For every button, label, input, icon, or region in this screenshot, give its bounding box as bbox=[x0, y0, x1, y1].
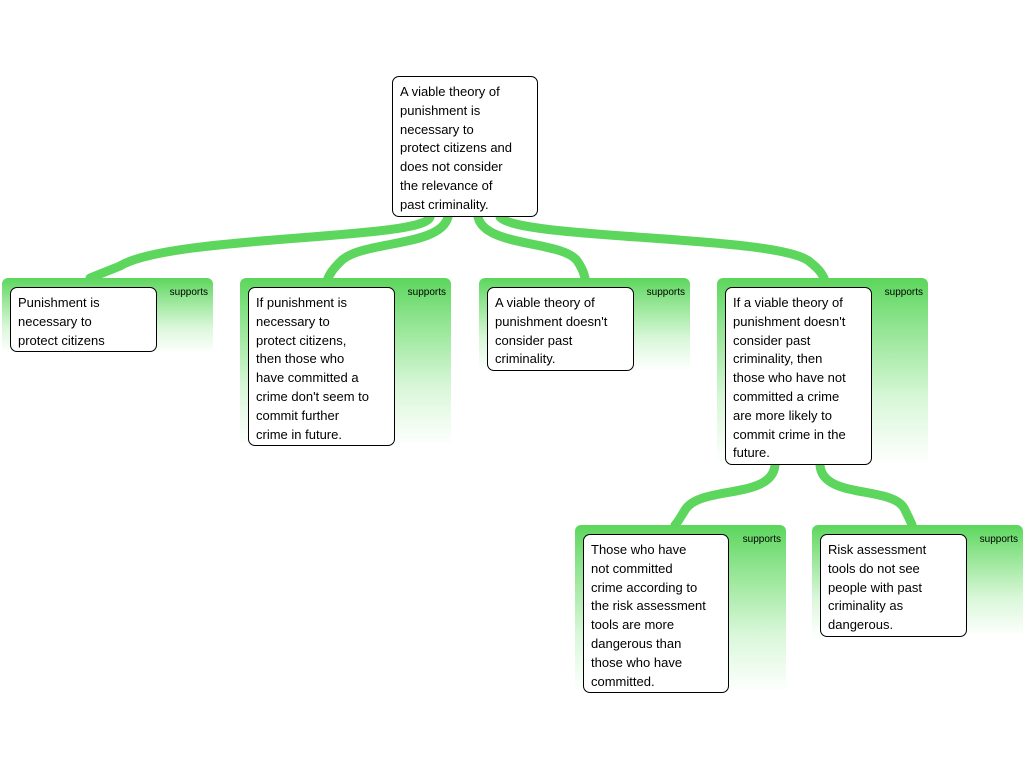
premise-line: criminality as bbox=[828, 598, 904, 614]
premise-line: commit further bbox=[256, 407, 340, 423]
premise-node-1[interactable]: Punishment is necessary to protect citiz… bbox=[10, 287, 157, 352]
root-claim-node[interactable]: A viable theory of punishment is necessa… bbox=[392, 76, 538, 217]
root-claim-line: the relevance of bbox=[400, 177, 493, 193]
premise-line: the risk assessment bbox=[591, 598, 706, 614]
premise-line: tools do not see bbox=[828, 560, 920, 576]
premise-line: committed a crime bbox=[733, 388, 840, 404]
root-claim-line: necessary to bbox=[400, 121, 474, 137]
relation-label: supports bbox=[742, 534, 781, 545]
premise-line: tools are more bbox=[591, 617, 675, 633]
root-claim-line: does not consider bbox=[400, 159, 503, 175]
premise-line: Those who have bbox=[591, 542, 687, 557]
premise-line: crime don't seem to bbox=[256, 388, 370, 404]
connector-root-child-2 bbox=[323, 212, 453, 283]
premise-line: protect citizens bbox=[18, 332, 105, 348]
root-claim-line: A viable theory of bbox=[400, 84, 500, 99]
root-claim-line: protect citizens and bbox=[400, 140, 513, 156]
premise-node-6[interactable]: Risk assessment tools do not see people … bbox=[820, 534, 967, 637]
premise-line: necessary to bbox=[256, 313, 330, 329]
premise-line: punishment doesn't bbox=[733, 313, 846, 329]
relation-label: supports bbox=[979, 534, 1018, 545]
premise-line: protect citizens, bbox=[256, 332, 347, 348]
premise-node-3[interactable]: A viable theory of punishment doesn't co… bbox=[487, 287, 634, 371]
premise-node-5[interactable]: Those who have not committed crime accor… bbox=[583, 534, 729, 693]
premise-line: If punishment is bbox=[256, 295, 348, 310]
premise-line: are more likely to bbox=[733, 407, 832, 423]
relation-label: supports bbox=[407, 287, 446, 298]
connector-root-child-4 bbox=[495, 212, 829, 283]
premise-line: have committed a bbox=[256, 370, 359, 386]
premise-line: crime according to bbox=[591, 579, 698, 595]
premise-line: crime in future. bbox=[256, 426, 342, 442]
premise-line: necessary to bbox=[18, 313, 92, 329]
connector-child4-gc-1 bbox=[670, 460, 780, 530]
premise-line: Risk assessment bbox=[828, 542, 927, 557]
premise-line: If a viable theory of bbox=[733, 295, 843, 310]
premise-line: committed. bbox=[591, 673, 655, 689]
premise-line: dangerous. bbox=[828, 617, 894, 633]
connector-root-child-3 bbox=[473, 212, 590, 283]
root-claim-line: punishment is bbox=[400, 102, 481, 118]
relation-label: supports bbox=[169, 287, 208, 298]
relation-label: supports bbox=[646, 287, 685, 298]
premise-node-2[interactable]: If punishment is necessary to protect ci… bbox=[248, 287, 395, 446]
premise-node-4[interactable]: If a viable theory of punishment doesn't… bbox=[725, 287, 872, 465]
premise-line: then those who bbox=[256, 351, 345, 367]
connector-root-child-1 bbox=[85, 212, 435, 283]
premise-line: A viable theory of bbox=[495, 295, 595, 310]
relation-label: supports bbox=[884, 287, 923, 298]
premise-line: consider past bbox=[733, 332, 811, 348]
premise-line: dangerous than bbox=[591, 635, 682, 651]
premise-line: not committed bbox=[591, 560, 673, 576]
connector-child4-gc-2 bbox=[815, 460, 917, 530]
premise-line: Punishment is bbox=[18, 295, 100, 310]
premise-line: punishment doesn't bbox=[495, 313, 608, 329]
premise-line: those who have bbox=[591, 654, 683, 670]
premise-line: future. bbox=[733, 445, 770, 461]
premise-line: people with past bbox=[828, 579, 922, 595]
premise-line: criminality, then bbox=[733, 351, 823, 367]
premise-line: consider past bbox=[495, 332, 573, 348]
premise-line: criminality. bbox=[495, 351, 556, 367]
premise-line: commit crime in the bbox=[733, 426, 846, 442]
root-claim-line: past criminality. bbox=[400, 196, 489, 212]
premise-line: those who have not bbox=[733, 370, 846, 386]
